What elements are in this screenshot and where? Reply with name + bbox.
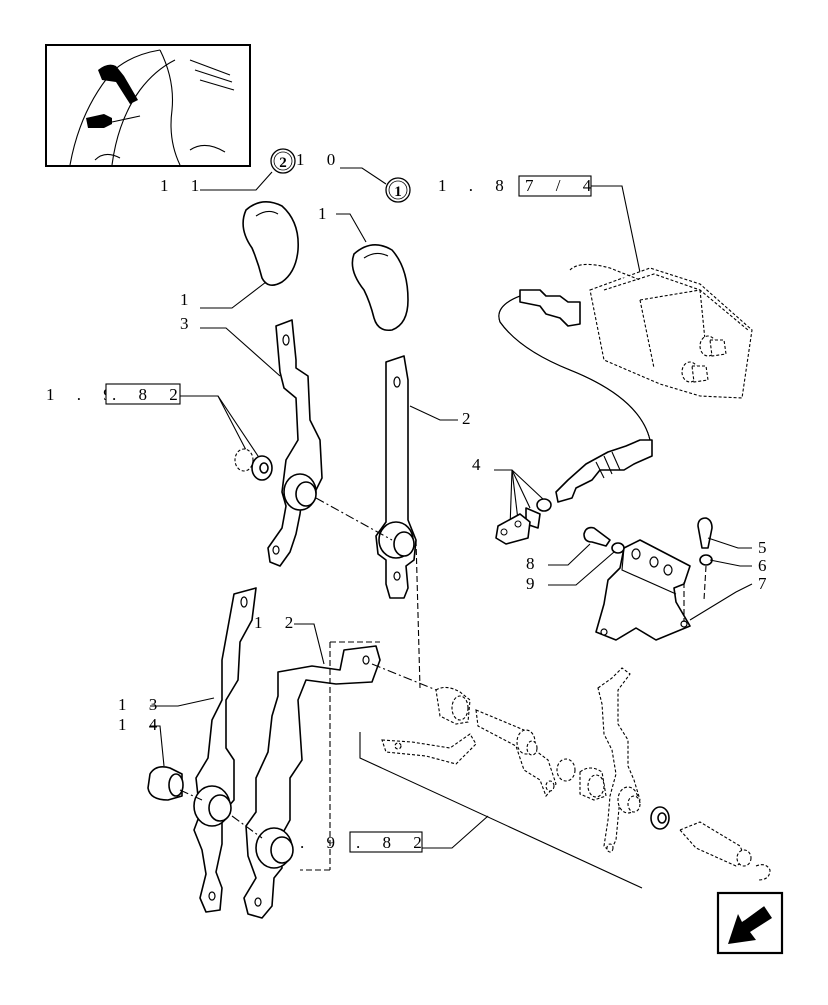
washer-pair-left[interactable] [234, 448, 273, 481]
callout-11: 1 1 [160, 176, 208, 195]
ref-box-1-82-boxed: 7 / 4 [525, 176, 600, 195]
callout-8: 8 [526, 554, 544, 573]
callout-13: 1 3 [118, 695, 166, 714]
callout-7: 7 [758, 574, 776, 593]
ghost-shaft-assembly [381, 667, 771, 881]
callout-10: 1 0 [296, 150, 344, 169]
ref-box-1-82[interactable]: 1 . 8 2 . 7 / 4 [438, 175, 600, 197]
washer-9[interactable] [611, 542, 625, 554]
knob-right[interactable] [351, 244, 409, 332]
callout-12: 1 2 [254, 613, 302, 632]
ref-circle-2-label: 2 [279, 155, 287, 171]
screw-5[interactable] [697, 517, 713, 549]
callout-3: 3 [180, 314, 198, 333]
callout-14: 1 4 [118, 715, 166, 734]
ref-circle-1[interactable]: 1 [385, 177, 411, 203]
ref-circle-1-label: 1 [394, 184, 402, 200]
ref-circle-2[interactable]: 2 [270, 148, 296, 174]
valve-block[interactable] [569, 263, 753, 399]
callout-6: 6 [758, 556, 776, 575]
ref-box-1-92-left[interactable]: 1 . 9 2 . 8 2 [46, 383, 187, 405]
callout-1-right: 1 [318, 204, 336, 223]
lever-12[interactable] [243, 645, 381, 919]
lever-2[interactable] [375, 355, 417, 599]
callout-4: 4 [472, 455, 490, 474]
callout-5: 5 [758, 538, 776, 557]
callout-1-left: 1 [180, 290, 198, 309]
callout-2: 2 [462, 409, 480, 428]
knob-left[interactable] [242, 201, 299, 286]
lever-13[interactable] [193, 587, 257, 913]
clevis-pin-set[interactable] [495, 498, 552, 545]
control-cable[interactable] [498, 289, 653, 503]
callout-9: 9 [526, 574, 544, 593]
screw-8[interactable] [583, 526, 611, 547]
lever-3[interactable] [267, 319, 323, 567]
spacer-14[interactable] [147, 766, 184, 801]
ref-box-1-92-bottom-prefix: . 9 2 [300, 833, 375, 852]
back-arrow-icon[interactable] [716, 891, 784, 955]
ref-box-1-92-bottom[interactable]: . 9 2 . 8 2 [300, 831, 431, 853]
ref-box-1-92-left-boxed: . 8 2 [112, 385, 187, 404]
mounting-bracket[interactable] [595, 539, 691, 641]
ref-box-1-92-bottom-boxed: . 8 2 [356, 833, 431, 852]
inset-thumbnail [45, 44, 251, 167]
